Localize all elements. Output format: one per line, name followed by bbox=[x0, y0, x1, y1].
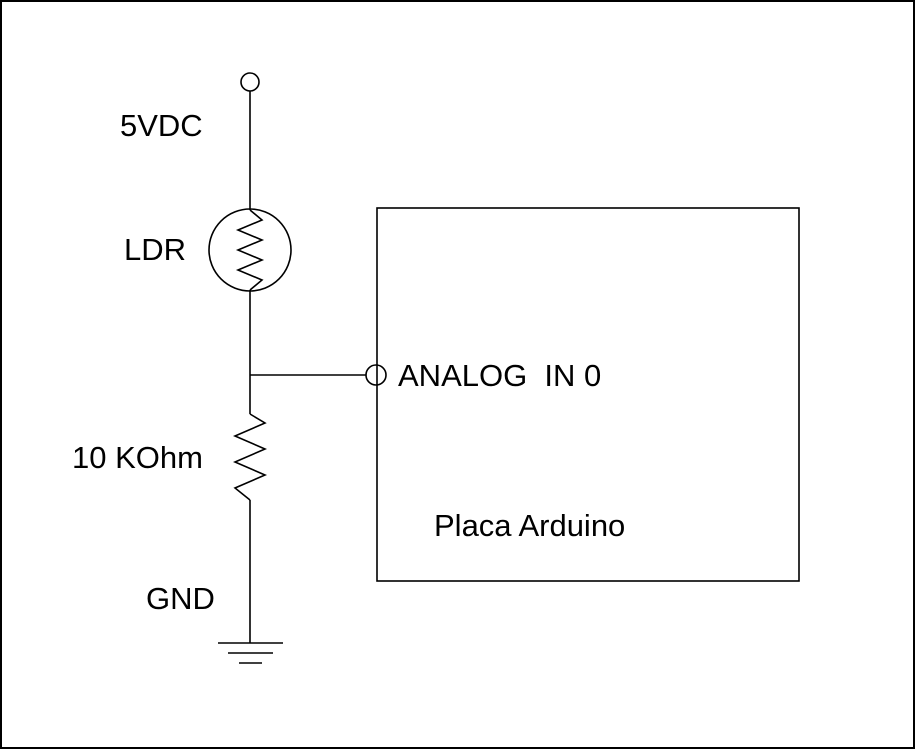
ground-label: GND bbox=[146, 581, 215, 616]
board-label: Placa Arduino bbox=[434, 508, 625, 543]
supply-label: 5VDC bbox=[120, 108, 203, 143]
analog-pin-label: ANALOG IN 0 bbox=[398, 358, 601, 393]
analog-input-terminal bbox=[365, 364, 387, 386]
resistor-symbol bbox=[232, 413, 268, 501]
resistor-label: 10 KOhm bbox=[72, 440, 203, 475]
ldr-label: LDR bbox=[124, 232, 186, 267]
ground-symbol bbox=[218, 642, 283, 664]
ldr-zigzag bbox=[235, 209, 265, 291]
arduino-board bbox=[376, 207, 800, 582]
